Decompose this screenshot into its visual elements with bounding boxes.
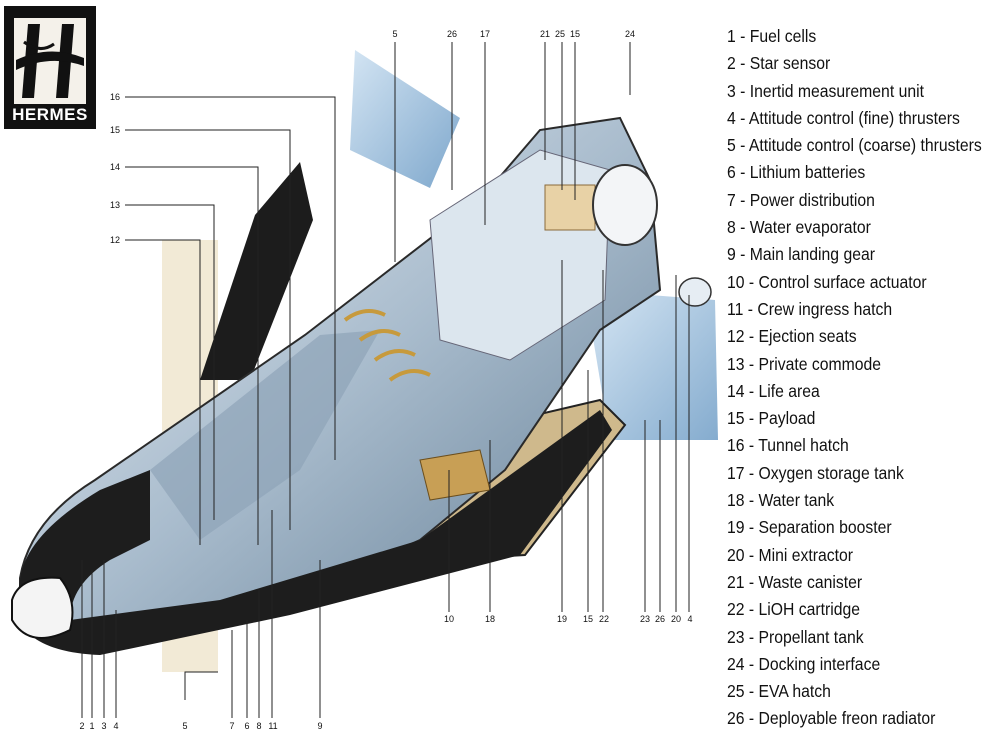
legend-item: 9 - Main landing gear	[727, 244, 875, 265]
legend-item: 17 - Oxygen storage tank	[727, 462, 904, 483]
hermes-logo: HERMES	[4, 6, 96, 129]
legend-item: 21 - Waste canister	[727, 571, 863, 592]
callout-label: 2	[79, 721, 84, 731]
leader-lines	[81, 42, 690, 718]
callout-label: 7	[229, 721, 234, 731]
callout-label: 20	[671, 614, 681, 624]
legend-item: 25 - EVA hatch	[727, 681, 831, 702]
callout-label: 5	[182, 721, 187, 731]
callouts-left: 16 15 14 13 12	[110, 92, 120, 245]
radiator-panel-lower	[585, 290, 718, 440]
hermes-emblem-icon	[14, 18, 86, 104]
callout-label: 15	[110, 125, 120, 135]
engine-nozzle	[678, 277, 712, 307]
callout-label: 15	[570, 29, 580, 39]
callout-label: 21	[540, 29, 550, 39]
callout-label: 6	[244, 721, 249, 731]
callout-label: 8	[256, 721, 261, 731]
legend-item: 8 - Water evaporator	[727, 217, 871, 238]
callout-label: 26	[655, 614, 665, 624]
legend-item: 2 - Star sensor	[727, 53, 831, 74]
payload-crates	[544, 184, 596, 231]
callout-label: 4	[113, 721, 118, 731]
legend-item: 6 - Lithium batteries	[727, 162, 866, 183]
callout-label: 22	[599, 614, 609, 624]
callout-label: 24	[625, 29, 635, 39]
legend-item: 20 - Mini extractor	[727, 544, 854, 565]
callout-label: 3	[101, 721, 106, 731]
callout-label: 15	[583, 614, 593, 624]
legend-item: 15 - Payload	[727, 408, 816, 429]
legend-item: 14 - Life area	[727, 380, 820, 401]
logo-text: HERMES	[12, 105, 88, 124]
legend-item: 16 - Tunnel hatch	[727, 435, 849, 456]
callout-label: 1	[89, 721, 94, 731]
callouts-bottom-right: 10 18 19 15 22 23 26 20 4	[444, 614, 693, 624]
legend-item: 3 - Inertid measurement unit	[727, 80, 924, 101]
legend-item: 11 - Crew ingress hatch	[727, 298, 893, 319]
callouts-top: 5 26 17 21 25 15 24	[392, 29, 635, 39]
callout-label: 5	[392, 29, 397, 39]
tail-fin	[200, 162, 313, 380]
callout-label: 19	[557, 614, 567, 624]
callout-label: 10	[444, 614, 454, 624]
legend-item: 12 - Ejection seats	[727, 326, 857, 347]
callout-label: 13	[110, 200, 120, 210]
callout-label: 17	[480, 29, 490, 39]
component-legend: 1 - Fuel cells 2 - Star sensor 3 - Inert…	[727, 26, 992, 736]
callout-label: 25	[555, 29, 565, 39]
legend-item: 10 - Control surface actuator	[727, 271, 927, 292]
legend-item: 7 - Power distribution	[727, 189, 875, 210]
legend-item: 5 - Attitude control (coarse) thrusters	[727, 135, 982, 156]
legend-item: 24 - Docking interface	[727, 653, 881, 674]
nose-cap	[11, 576, 74, 639]
callouts-bottom-left: 2 1 3 4 5 7 6 8 11 9	[79, 721, 322, 731]
callout-label: 26	[447, 29, 457, 39]
legend-item: 23 - Propellant tank	[727, 626, 864, 647]
legend-item: 1 - Fuel cells	[727, 26, 817, 46]
callout-label: 23	[640, 614, 650, 624]
cabin-section	[150, 330, 380, 540]
legend-item: 26 - Deployable freon radiator	[727, 708, 936, 729]
heat-shield	[15, 410, 612, 655]
legend-item: 18 - Water tank	[727, 490, 835, 511]
callout-label: 12	[110, 235, 120, 245]
legend-item: 19 - Separation booster	[727, 517, 892, 538]
legend-item: 22 - LiOH cartridge	[727, 599, 861, 620]
callout-label: 18	[485, 614, 495, 624]
legend-item: 13 - Private commode	[727, 353, 882, 374]
callout-label: 9	[317, 721, 322, 731]
callout-label: 16	[110, 92, 120, 102]
docking-ring	[592, 164, 658, 246]
callout-label: 11	[268, 721, 277, 731]
tunnel-ribs	[343, 309, 431, 382]
callout-label: 14	[110, 162, 120, 172]
legend-item: 4 - Attitude control (fine) thrusters	[727, 107, 960, 128]
radiator-panel-upper	[350, 50, 460, 188]
callout-label: 4	[687, 614, 692, 624]
